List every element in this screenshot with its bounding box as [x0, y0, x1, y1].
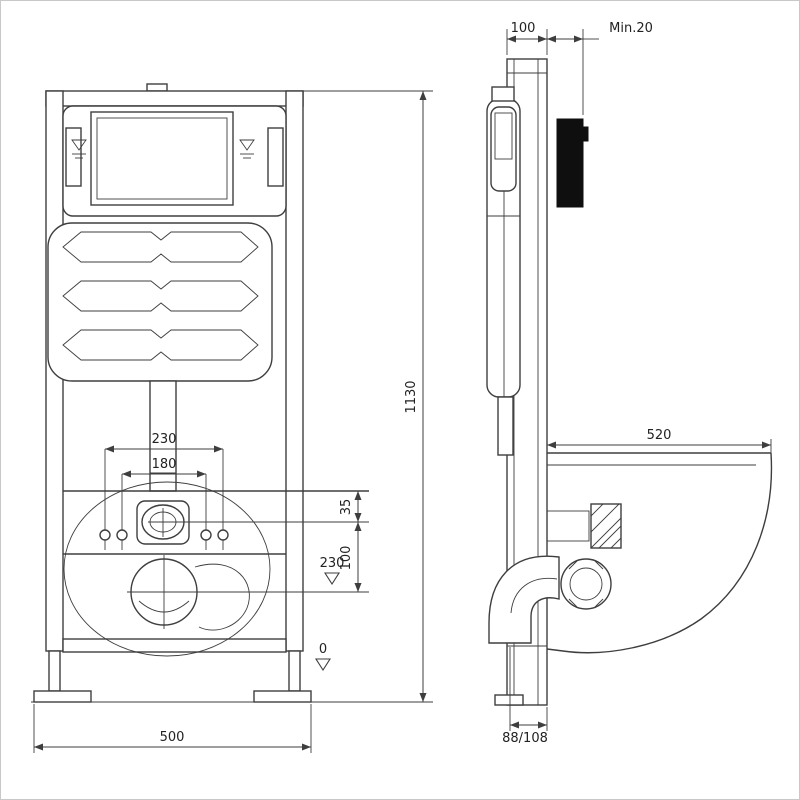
dim-min-clearance: Min.20 [547, 21, 653, 115]
tank-rib [62, 280, 259, 312]
dim-label-width: 500 [160, 730, 185, 745]
water-level-mark-left [71, 139, 87, 159]
wall-plate [556, 118, 589, 208]
outlet-inner-arc [138, 600, 190, 613]
frame-top-tab [146, 83, 168, 92]
level-marker-outlet: 230 [320, 556, 345, 586]
frame-right-foot [253, 690, 312, 703]
level-triangle-icon [314, 658, 332, 672]
dim-label-outlet-pipe: 88/108 [502, 731, 548, 746]
dim-label-inlet-drop: 35 [339, 499, 354, 516]
mounting-band [63, 490, 369, 555]
dim-depth: 100 [506, 21, 548, 55]
dim-height: 1130 [303, 90, 433, 703]
dim-inlet-drop: 35 [148, 491, 369, 523]
fixing-bolt [200, 529, 212, 541]
inspection-window-outer [90, 111, 234, 206]
cistern-tank [47, 222, 273, 382]
level-label-outlet: 230 [320, 556, 345, 571]
dim-label-height: 1130 [404, 380, 419, 413]
access-panel-flap-right [267, 127, 284, 187]
waste-outlet [127, 555, 369, 631]
water-level-mark-right [239, 139, 255, 159]
dim-bolt-outer: 230 [105, 432, 223, 453]
level-label-floor: 0 [319, 642, 327, 657]
dim-projection: 520 [547, 428, 772, 459]
dim-bolt-inner: 180 [122, 457, 206, 478]
frame-right-leg [288, 650, 301, 692]
tank-rib [62, 329, 259, 361]
dim-inlet-to-outlet: 100 [339, 522, 362, 592]
outlet-elbow [488, 555, 560, 644]
front-view [31, 83, 369, 703]
trapway-outline [194, 563, 250, 631]
bowl-profile [546, 452, 773, 654]
tank-rib [62, 231, 259, 263]
frame-bottom-member [62, 638, 287, 653]
fixing-bolt [217, 529, 229, 541]
frame-top-member [45, 90, 304, 107]
dimensions: 230 180 35 100 230 0 11 [33, 21, 772, 753]
side-view [486, 58, 773, 706]
dim-label-bolt-outer: 230 [152, 432, 177, 447]
fixing-bolt [116, 529, 128, 541]
side-rail-foot [494, 694, 524, 706]
frame-right-rail [285, 90, 304, 652]
pan-outline [63, 481, 271, 657]
dim-width: 500 [33, 704, 312, 753]
level-marker-floor: 0 [314, 642, 332, 672]
access-panel-flap-left [65, 127, 82, 187]
frame-left-foot [33, 690, 92, 703]
dim-outlet-pipe: 88/108 [502, 647, 548, 746]
dim-label-min-clearance: Min.20 [609, 21, 653, 36]
fixing-bolts [99, 449, 229, 550]
level-triangle-icon [323, 572, 341, 586]
fixing-assembly [546, 503, 622, 549]
access-panel [62, 105, 287, 217]
dim-label-bolt-inner: 180 [152, 457, 177, 472]
flush-pipe-side [497, 396, 514, 456]
cistern-profile [486, 86, 521, 456]
cistern-tank-body [47, 222, 273, 382]
fixing-bolt [99, 529, 111, 541]
inspection-window-inner [96, 117, 228, 200]
outlet-spigot [560, 558, 612, 610]
inlet-flange [136, 500, 190, 545]
dim-label-inlet-outlet: 100 [339, 546, 354, 571]
flush-valve-box [490, 106, 517, 192]
dim-label-projection: 520 [647, 428, 672, 443]
dim-label-depth: 100 [511, 21, 536, 36]
frame-left-leg [48, 650, 61, 692]
